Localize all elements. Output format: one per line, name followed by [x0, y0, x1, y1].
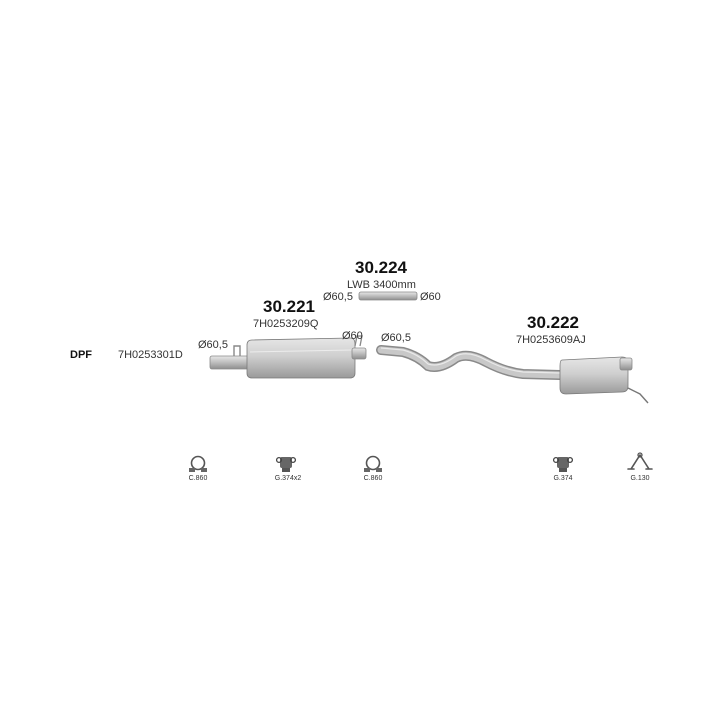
middle-part-number: 30.224: [355, 258, 407, 277]
front-outlet-diameter: Ø60: [342, 330, 363, 342]
front-part-number: 30.221: [263, 297, 315, 316]
clamp-icon: [189, 455, 207, 472]
front-silencer: [209, 335, 367, 379]
accessory-caption: G.374: [553, 475, 573, 482]
accessory-caption: G.374x2: [274, 475, 302, 482]
adjacent-oem-number: 7H0253301D: [118, 349, 183, 361]
rear-part-number: 30.222: [527, 313, 579, 332]
rear-silencer: [376, 345, 649, 404]
rubber-mount-icon: [552, 456, 574, 472]
middle-left-diameter: Ø60,5: [323, 291, 353, 303]
front-oem-number: 7H0253209Q: [253, 318, 319, 330]
rear-oem-number: 7H0253609AJ: [516, 334, 586, 346]
clamp-icon: [364, 455, 382, 472]
middle-length-note: LWB 3400mm: [347, 279, 416, 291]
middle-right-diameter: Ø60: [420, 291, 441, 303]
accessory-caption: G.130: [630, 475, 650, 482]
rear-inlet-diameter: Ø60,5: [381, 332, 411, 344]
accessory-caption: C.860: [363, 475, 383, 482]
hanger-icon: [627, 452, 653, 470]
front-inlet-diameter: Ø60,5: [198, 339, 228, 351]
rubber-mount-icon: [275, 456, 297, 472]
dpf-label: DPF: [70, 349, 92, 361]
middle-pipe: [358, 291, 418, 301]
accessory-caption: C.860: [188, 475, 208, 482]
